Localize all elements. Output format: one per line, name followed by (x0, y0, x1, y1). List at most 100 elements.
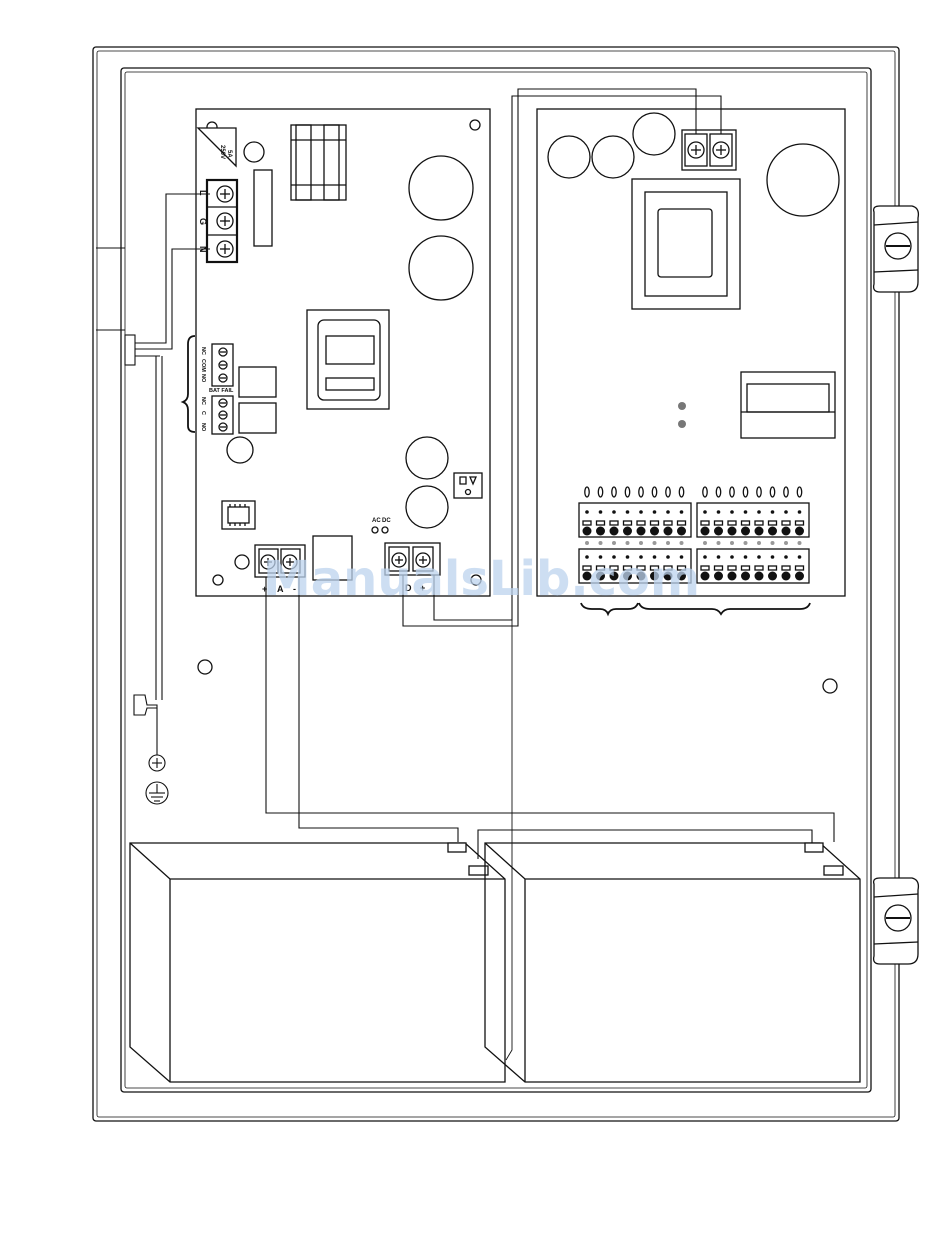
mounting-hole (198, 660, 212, 674)
fuse-icon (784, 487, 788, 497)
terminal-screw-icon (583, 527, 592, 536)
terminal-slot (742, 566, 750, 570)
terminal-screw-icon (637, 527, 646, 536)
heatsink-right (741, 372, 835, 438)
terminal-slot (701, 566, 709, 570)
fuse-icon (770, 487, 774, 497)
terminal-led (771, 541, 775, 545)
terminal-led (653, 541, 657, 545)
board-component-circle (227, 437, 253, 463)
ac-input-label-l: L (198, 190, 208, 196)
terminal-slot (664, 521, 672, 525)
status-led-1 (678, 402, 686, 410)
terminal-pin (730, 555, 734, 559)
terminal-led (717, 541, 721, 545)
fuse-voltage-text: 250V (219, 145, 225, 159)
terminal-led (730, 541, 734, 545)
voltage-adjust-pot[interactable] (454, 473, 482, 498)
terminal-screw-icon (728, 572, 737, 581)
terminal-pin (612, 510, 616, 514)
fuse-icon (730, 487, 734, 497)
terminal-slot (782, 521, 790, 525)
terminal-screw-icon (755, 527, 764, 536)
terminal-screw-icon (610, 527, 619, 536)
terminal-screw-icon (755, 572, 764, 581)
fuse-rating-text: 5A (226, 150, 232, 158)
terminal-pin (626, 510, 630, 514)
terminal-led (626, 541, 630, 545)
fuse-icon (652, 487, 656, 497)
terminal-slot (651, 521, 659, 525)
capacitor-small-2 (406, 486, 448, 528)
terminal-strip (697, 503, 809, 537)
terminal-slot (583, 521, 591, 525)
terminal-strip (697, 549, 809, 583)
terminal-screw-icon (795, 527, 804, 536)
bat-fail-no-label: NO (200, 423, 206, 432)
capacitor-large-1 (409, 156, 473, 220)
terminal-led (798, 541, 802, 545)
terminal-pin (757, 510, 761, 514)
terminal-slot (678, 521, 686, 525)
terminal-screw-icon (701, 572, 710, 581)
terminal-led (784, 541, 788, 545)
terminal-led (639, 541, 643, 545)
bat-fail-nc-label: NC (200, 397, 206, 405)
heatsink (291, 125, 346, 200)
fuse-icon (612, 487, 616, 497)
fuse-icon (625, 487, 629, 497)
terminal-pin (771, 555, 775, 559)
terminal-slot (637, 521, 645, 525)
fuse-icon (743, 487, 747, 497)
terminal-pin (680, 510, 684, 514)
terminal-pin (585, 510, 589, 514)
terminal-screw-icon (768, 527, 777, 536)
fuse-warning-label: 5A 250V (198, 128, 236, 166)
terminal-slot (796, 521, 804, 525)
terminal-led (612, 541, 616, 545)
terminal-slot (769, 566, 777, 570)
terminal-pin (653, 510, 657, 514)
ac-fail-relay-terminals[interactable]: NC COM NO (200, 344, 233, 386)
terminal-screw-icon (677, 527, 686, 536)
terminal-slot (597, 521, 605, 525)
capacitor-large-3 (767, 144, 839, 216)
battery-terminal (805, 843, 823, 852)
terminal-screw-icon (664, 527, 673, 536)
terminal-slot (742, 521, 750, 525)
terminal-pin (717, 510, 721, 514)
battery-terminal (448, 843, 466, 852)
fuse-icon (639, 487, 643, 497)
fuse-icon (703, 487, 707, 497)
battery-left (130, 843, 505, 1082)
terminal-pin (798, 555, 802, 559)
terminal-led (703, 541, 707, 545)
terminal-slot (610, 521, 618, 525)
distribution-input-terminal[interactable] (682, 130, 736, 170)
watermark-text: ManualsLib.com (263, 551, 700, 607)
ic-chip (222, 501, 255, 529)
terminal-pin (703, 510, 707, 514)
terminal-pin (771, 510, 775, 514)
ac-fail-com-label: COM (200, 359, 206, 372)
bat-fail-relay-terminals[interactable]: NC C NO (200, 396, 233, 434)
terminal-screw-icon (795, 572, 804, 581)
power-supply-board: 5A 250V (183, 109, 490, 596)
distribution-module (632, 179, 740, 309)
bat-fail-title: BAT FAIL (209, 388, 234, 394)
terminal-slot (796, 566, 804, 570)
ac-input-terminal-block[interactable]: L G N (198, 180, 237, 262)
terminal-pin (744, 510, 748, 514)
terminal-screw-icon (782, 527, 791, 536)
terminal-screw-icon (741, 572, 750, 581)
ac-led-label: AC (372, 518, 381, 524)
fuse-holder (254, 170, 272, 246)
battery-right (485, 843, 860, 1082)
terminal-screw-icon (782, 572, 791, 581)
terminal-slot (769, 521, 777, 525)
ground-lug (134, 695, 157, 715)
fuse-icon (679, 487, 683, 497)
terminal-led (585, 541, 589, 545)
terminal-pin (703, 555, 707, 559)
capacitor-small-1 (406, 437, 448, 479)
